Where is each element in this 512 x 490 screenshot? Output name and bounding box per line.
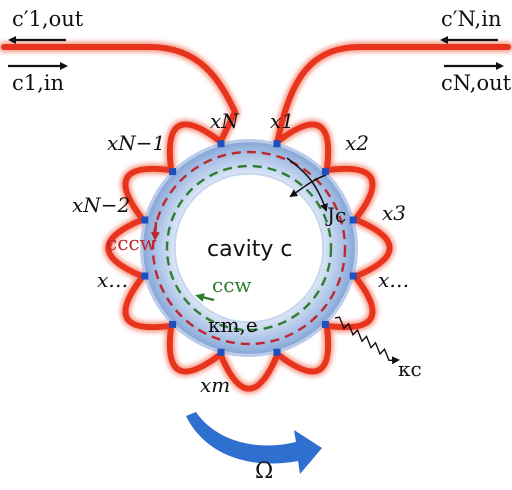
omega-label: Ω — [255, 459, 273, 484]
ring-resonator — [140, 139, 358, 357]
kappa-c-label: κc — [398, 357, 422, 381]
cw-mode-label: ccw — [212, 273, 252, 297]
coupling-label: Jc — [325, 203, 346, 227]
atom-marker — [273, 348, 281, 356]
atom-label-x-dots-left: x… — [97, 268, 128, 292]
atom-marker — [169, 168, 177, 176]
atom-marker — [321, 168, 329, 176]
atom-label-x1: x1 — [270, 109, 294, 133]
coupling-arrows — [286, 157, 328, 212]
atom-marker — [217, 140, 225, 148]
atom-label-xN-2: xN−2 — [72, 193, 130, 217]
atom-label-x3: x3 — [382, 201, 406, 225]
cavity-label: cavity c — [207, 237, 292, 262]
atom-marker — [217, 348, 225, 356]
ccw-mode-label: cccw — [106, 231, 157, 255]
decay-wiggle-icon — [334, 316, 400, 365]
cw-arrow-icon — [195, 293, 215, 302]
atom-marker — [273, 140, 281, 148]
kappa-me-label: κm,e — [208, 313, 258, 337]
atom-label-xN-1: xN−1 — [107, 131, 165, 155]
port-arrows — [8, 36, 504, 70]
cw-mode-path — [165, 164, 333, 332]
port-c1-out-label: c′1,out — [12, 7, 84, 31]
port-cn-out-label: cN,out — [441, 71, 512, 95]
atom-label-xm: xm — [200, 373, 230, 397]
atom-marker — [169, 320, 177, 328]
ccw-mode-path — [151, 150, 347, 346]
atom-label-xN: xN — [210, 109, 240, 133]
atom-label-x-dots-right: x… — [378, 268, 409, 292]
coupling-arrow-icon — [286, 157, 328, 212]
atom-marker — [321, 320, 329, 328]
atom-marker — [141, 272, 149, 280]
port-cn-in-label: c′N,in — [441, 7, 501, 31]
rotation-arrow-icon — [186, 412, 322, 474]
coupling-arrow-icon — [289, 174, 327, 198]
atom-marker — [349, 216, 357, 224]
atom-marker — [349, 272, 357, 280]
ccw-arrow-icon — [150, 221, 160, 241]
atom-marker — [141, 216, 149, 224]
atom-markers — [141, 140, 357, 356]
atom-label-x2: x2 — [345, 131, 369, 155]
port-c1-in-label: c1,in — [12, 71, 64, 95]
